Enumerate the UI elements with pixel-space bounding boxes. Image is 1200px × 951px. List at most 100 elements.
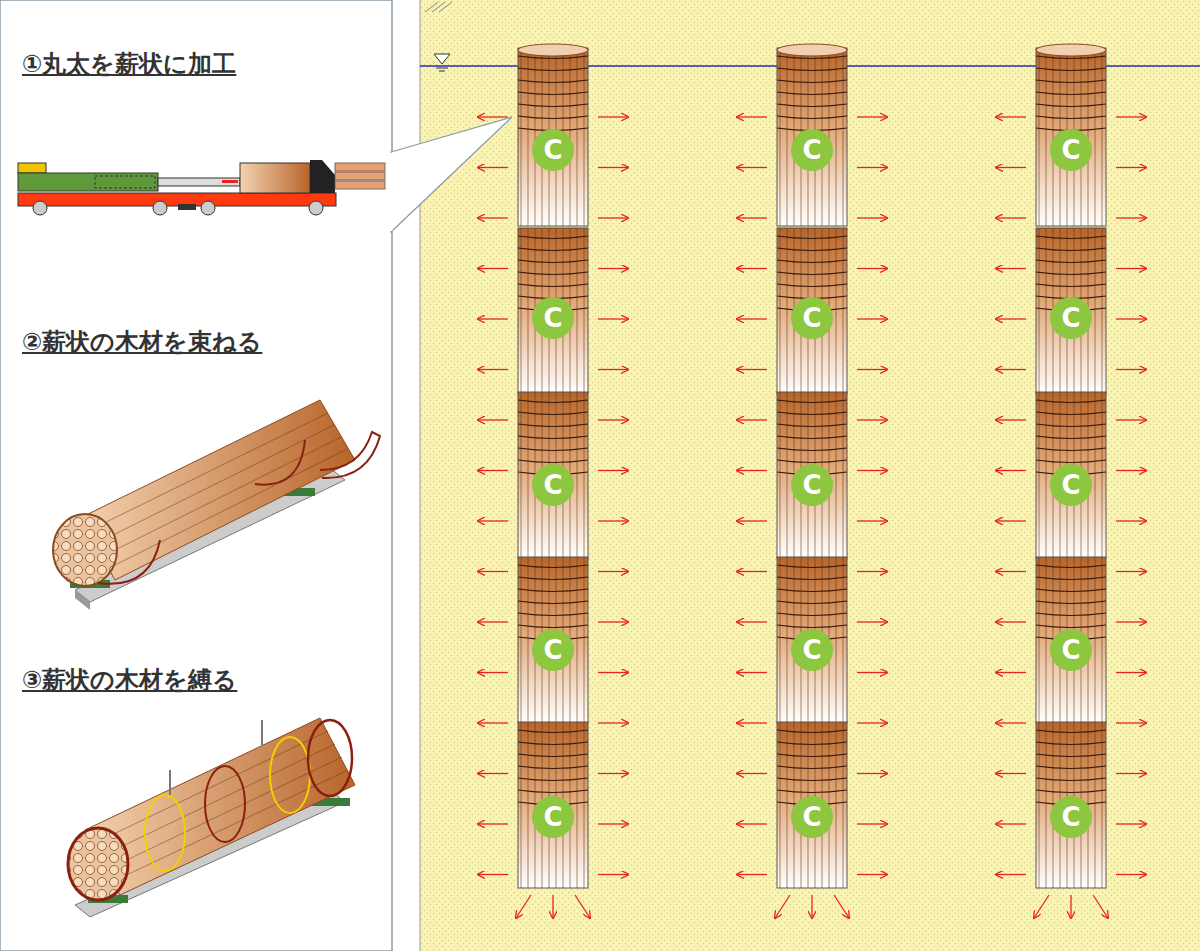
seepage-arrow xyxy=(1070,895,1071,918)
seepage-arrow xyxy=(598,823,628,824)
seepage-arrow xyxy=(737,419,767,420)
seepage-arrow xyxy=(598,672,628,673)
carbon-circle: C xyxy=(791,129,833,171)
seepage-arrow xyxy=(1116,520,1146,521)
seepage-arrow xyxy=(834,895,849,918)
wood-bundle xyxy=(518,392,588,558)
wood-bundle xyxy=(518,722,588,888)
seepage-arrow xyxy=(478,167,508,168)
binding-wire xyxy=(777,790,847,793)
binding-wire xyxy=(1036,412,1106,415)
seepage-arrow xyxy=(857,470,887,471)
seepage-arrow xyxy=(598,268,628,269)
wood-grain xyxy=(777,228,847,394)
seepage-arrow xyxy=(996,672,1026,673)
binding-wire xyxy=(1036,460,1106,463)
binding-wire xyxy=(777,754,847,757)
seepage-arrow xyxy=(478,318,508,319)
seepage-arrow xyxy=(478,621,508,622)
seepage-arrow xyxy=(598,621,628,622)
seepage-arrow xyxy=(1116,470,1146,471)
binding-wire xyxy=(777,601,847,604)
seepage-arrow xyxy=(996,874,1026,875)
carbon-label: C xyxy=(802,637,821,663)
binding-wire xyxy=(1036,104,1106,107)
seepage-arrow xyxy=(737,520,767,521)
binding-wire xyxy=(777,577,847,580)
wood-grain xyxy=(777,722,847,888)
seepage-arrow xyxy=(996,823,1026,824)
seepage-arrow xyxy=(737,217,767,218)
wood-bundle xyxy=(777,392,847,558)
seepage-arrow xyxy=(857,369,887,370)
wood-bundle xyxy=(777,228,847,394)
binding-wire xyxy=(518,742,588,745)
binding-wire xyxy=(1036,284,1106,287)
carbon-label: C xyxy=(1061,804,1080,830)
binding-wire xyxy=(1036,260,1106,263)
seepage-arrow xyxy=(1116,571,1146,572)
binding-wire xyxy=(518,236,588,239)
binding-wire xyxy=(777,436,847,439)
seepage-arrow xyxy=(1116,167,1146,168)
wood-grain xyxy=(1036,722,1106,888)
wood-bundle xyxy=(1036,228,1106,394)
binding-wire xyxy=(777,272,847,275)
seepage-arrow xyxy=(598,722,628,723)
seepage-arrow xyxy=(575,895,590,918)
binding-wire xyxy=(777,260,847,263)
binding-wire xyxy=(518,565,588,568)
seepage-arrow xyxy=(996,470,1026,471)
binding-wire xyxy=(1036,92,1106,95)
wood-grain xyxy=(518,722,588,888)
seepage-arrow xyxy=(1116,672,1146,673)
binding-wire xyxy=(777,766,847,769)
seepage-arrow xyxy=(811,895,812,918)
binding-wire xyxy=(1036,766,1106,769)
seepage-arrow xyxy=(478,520,508,521)
binding-wire xyxy=(518,92,588,95)
binding-wire xyxy=(777,104,847,107)
binding-wire xyxy=(1036,248,1106,251)
wood-grain xyxy=(1036,392,1106,558)
seepage-arrow xyxy=(737,470,767,471)
carbon-circle: C xyxy=(532,464,574,506)
seepage-arrow xyxy=(598,318,628,319)
seepage-arrow xyxy=(1116,621,1146,622)
binding-wire xyxy=(518,436,588,439)
binding-wire xyxy=(1036,589,1106,592)
carbon-label: C xyxy=(802,472,821,498)
binding-wire xyxy=(777,284,847,287)
seepage-arrow xyxy=(996,167,1026,168)
seepage-arrow xyxy=(996,621,1026,622)
binding-wire xyxy=(1036,236,1106,239)
seepage-arrow xyxy=(737,369,767,370)
binding-wire xyxy=(777,116,847,119)
seepage-arrow xyxy=(478,874,508,875)
carbon-circle: C xyxy=(1050,464,1092,506)
seepage-arrow xyxy=(737,773,767,774)
seepage-arrow xyxy=(857,116,887,117)
carbon-circle: C xyxy=(1050,297,1092,339)
binding-wire xyxy=(777,236,847,239)
seepage-arrow xyxy=(996,268,1026,269)
seepage-arrow xyxy=(552,895,553,918)
seepage-arrow xyxy=(598,369,628,370)
seepage-arrow xyxy=(1116,217,1146,218)
wood-bundle xyxy=(777,557,847,723)
binding-wire xyxy=(777,92,847,95)
seepage-arrow xyxy=(996,369,1026,370)
pile-top xyxy=(518,44,588,56)
binding-wire xyxy=(777,424,847,427)
seepage-arrow xyxy=(857,268,887,269)
binding-wire xyxy=(1036,436,1106,439)
seepage-arrow xyxy=(996,520,1026,521)
seepage-arrow xyxy=(737,823,767,824)
carbon-label: C xyxy=(1061,472,1080,498)
carbon-circle: C xyxy=(532,297,574,339)
seepage-arrow xyxy=(996,116,1026,117)
seepage-arrow xyxy=(996,419,1026,420)
binding-wire xyxy=(518,448,588,451)
binding-wire xyxy=(518,68,588,71)
seepage-arrow xyxy=(857,823,887,824)
